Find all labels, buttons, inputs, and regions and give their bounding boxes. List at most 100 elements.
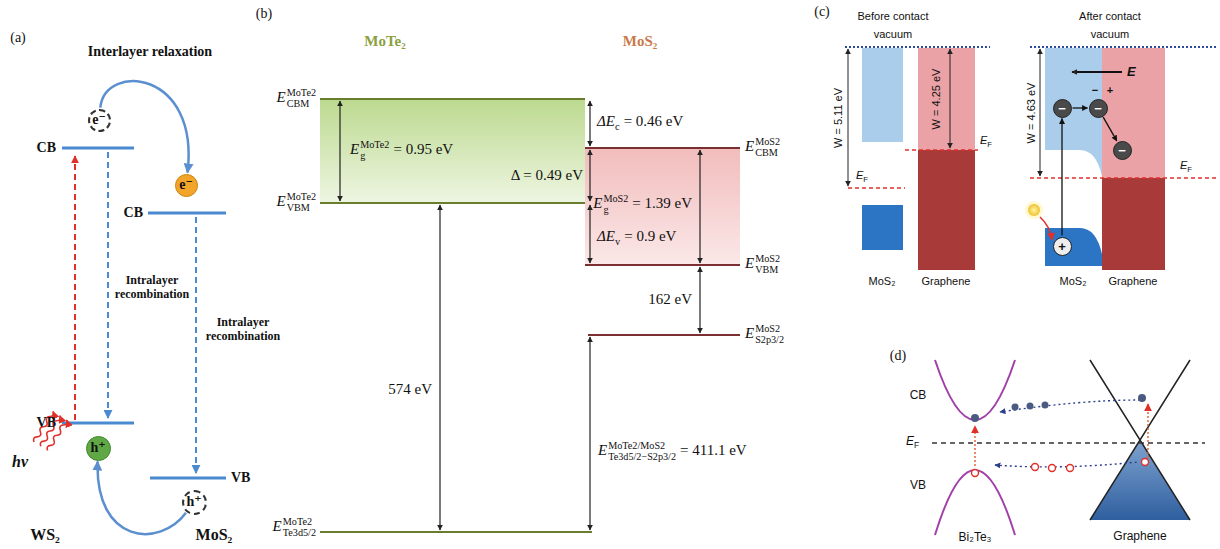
field-arrow [1072, 71, 1122, 73]
connector [100, 81, 188, 173]
photon-wave [32, 410, 68, 451]
energy-label: ΔEc= 0.46 eV [597, 113, 683, 132]
carrier-circle: − [1053, 99, 1072, 118]
energy-arrow [589, 150, 590, 201]
text-label: VB [231, 470, 250, 486]
symbol: E [745, 255, 754, 271]
subscript: F [914, 440, 919, 450]
hole [1067, 465, 1074, 472]
value: = 0.95 eV [393, 141, 453, 157]
band-region [320, 99, 585, 203]
band-line [62, 147, 134, 150]
energy-level [585, 147, 740, 149]
band-curve [935, 360, 1015, 420]
subscript: F [1187, 165, 1192, 174]
carrier-circle: e⁻ [88, 109, 111, 132]
connector [1103, 117, 1117, 141]
band-line [62, 148, 226, 478]
energy-arrow [339, 101, 340, 201]
symbol: E [745, 325, 754, 341]
carrier-path [995, 400, 1140, 467]
script-pair: MoTe2Te3d5/2 [283, 517, 316, 538]
energy-label: EMoTe2VBM [277, 192, 316, 213]
carrier-symbol: + [1058, 240, 1066, 253]
subscript: Te3d5/2 [283, 528, 316, 539]
excitation-arrow [1147, 404, 1148, 458]
fermi-level [848, 150, 1218, 188]
fermi-level [1030, 177, 1218, 179]
energy-label: ΔEv= 0.9 eV [597, 228, 676, 247]
symbol: ΔE [597, 113, 615, 129]
symbol: E [598, 442, 607, 458]
electron [1012, 404, 1019, 411]
text-label: Δ = 0.49 eV [511, 167, 583, 184]
text-label: CB [910, 389, 927, 403]
fermi-level [848, 187, 905, 189]
symbol: E [277, 193, 286, 209]
electron [1138, 394, 1146, 402]
recombination-arrow [108, 152, 196, 473]
text-label: MoTe₂ [364, 33, 405, 50]
excitation-arrow [74, 156, 76, 420]
value: = 1.39 eV [632, 195, 692, 211]
subscript: CBM [287, 99, 316, 110]
value: = 0.46 eV [624, 113, 684, 129]
script-pair: MoS2VBM [755, 254, 780, 275]
symbol: E [593, 195, 602, 211]
script-pair: MoS2S2p3/2 [755, 324, 784, 345]
band-region [585, 148, 740, 265]
subscript: v [615, 236, 620, 247]
subscript: VBM [287, 203, 316, 214]
subscript: Te3d5/2−S2p3/2 [608, 452, 676, 463]
script-pair: MoS2CBM [755, 137, 780, 158]
text-label: (d) [890, 348, 906, 364]
hole [1142, 459, 1149, 466]
carrier-symbol: h⁺ [90, 441, 105, 455]
text-label: MoS₂ [869, 275, 896, 288]
text-label: CB [124, 205, 143, 221]
carrier-symbol: e⁻ [179, 178, 193, 192]
symbol: E [273, 518, 282, 534]
text-label: Intralayer recombination [199, 316, 287, 344]
connector [1073, 107, 1088, 108]
band-block [1102, 48, 1165, 178]
symbol: E [906, 434, 914, 448]
dirac-cone [1090, 360, 1190, 520]
superscript: MoS2 [755, 254, 780, 265]
electron [1042, 402, 1049, 409]
energy-label: EMoS2g= 1.39 eV [593, 194, 692, 215]
superscript: MoTe2 [287, 88, 316, 99]
text-label: MoS₂ [623, 33, 658, 50]
energy-arrow [589, 337, 590, 530]
photon-source [1025, 201, 1043, 219]
energy-label: EMoS2S2p3/2 [745, 324, 784, 345]
subscript: g [360, 151, 389, 162]
dirac-cone [1090, 440, 1190, 520]
text-label: Bi₂Te₃ [959, 531, 992, 545]
electron [971, 414, 979, 422]
text-label: W = 4.63 eV [1025, 83, 1038, 144]
text-label: 574 eV [388, 381, 432, 398]
text-label: Graphene [1109, 275, 1158, 288]
carrier-circle: h⁺ [182, 490, 207, 515]
text-label: − [1092, 84, 1098, 97]
carrier-symbol: h⁺ [186, 495, 201, 509]
text-label: W = 5.11 eV [832, 88, 845, 148]
symbol: E [1180, 159, 1187, 171]
text-label: vacuum [1091, 28, 1130, 41]
dirac-cone [1090, 360, 1190, 520]
hole [972, 459, 1149, 477]
script-pair: MoTe2/MoS2Te3d5/2−S2p3/2 [608, 441, 676, 462]
energy-arrow [699, 267, 700, 333]
text-label: 162 eV [648, 291, 692, 308]
text-label: (b) [256, 6, 272, 22]
text-label: After contact [1079, 10, 1141, 23]
recombination-arrow [195, 217, 197, 473]
subscript: F [987, 140, 992, 149]
energy-label: EMoTe2CBM [277, 88, 316, 109]
work-function-arrow [848, 49, 1040, 186]
carrier-circle: + [1053, 237, 1072, 256]
text-label: WS₂ [30, 526, 60, 544]
band-line [150, 477, 226, 480]
